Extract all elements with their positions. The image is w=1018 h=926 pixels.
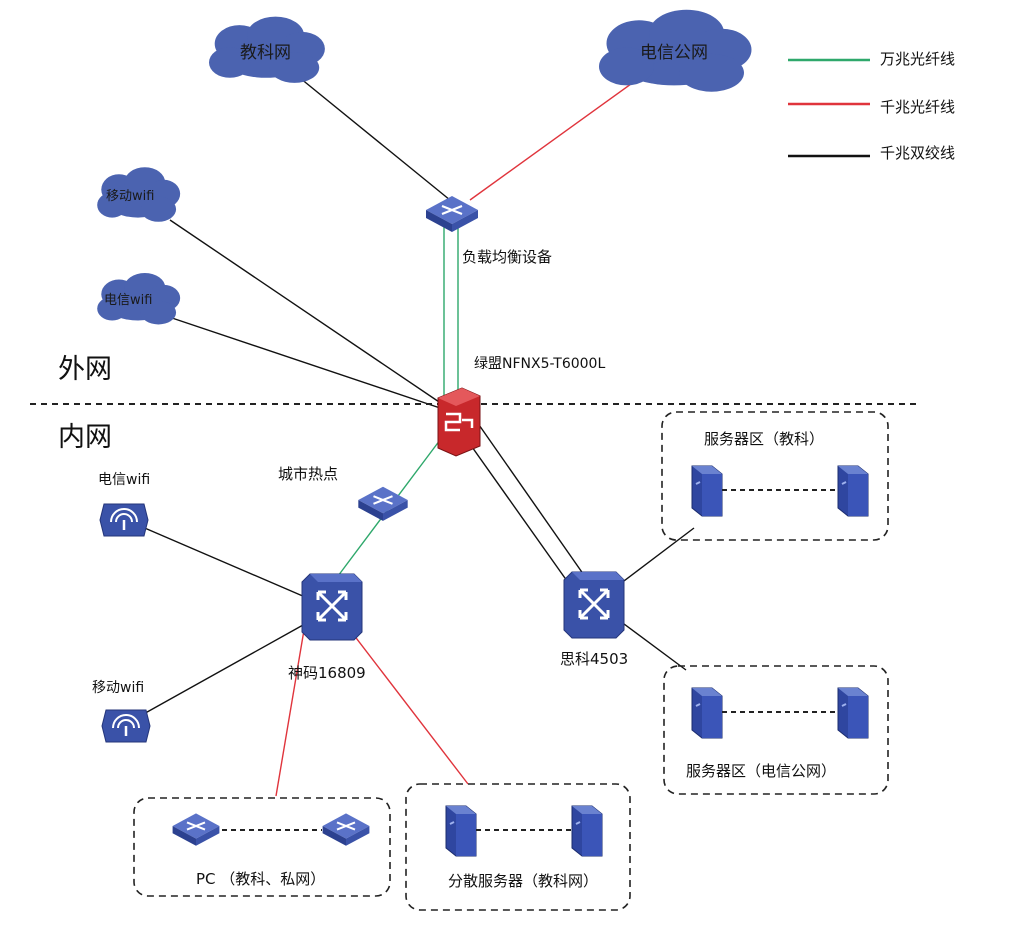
link-firewall-to-cisco-b (459, 429, 573, 589)
firewall-label: 绿盟NFNX5-T6000L (474, 356, 605, 372)
inner-network-label: 内网 (58, 422, 112, 453)
links (139, 75, 695, 797)
server-group-telecom: 服务器区（电信公网） (663, 665, 889, 795)
ap-telecom-wifi-label: 电信wifi (98, 472, 150, 488)
server-group-edu: 服务器区（教科） (661, 411, 889, 541)
load-balancer-device: 负载均衡设备 (424, 194, 552, 266)
cloud-edu-net: 教科网 (209, 16, 325, 83)
server-group-telecom-frame (663, 665, 889, 795)
city-hotspot-device: 城市热点 (278, 465, 409, 522)
link-edu-net-to-load-balancer (299, 77, 451, 201)
load-balancer-label: 负载均衡设备 (462, 248, 552, 266)
pc-router-icon (171, 812, 221, 847)
link-core-to-dist-servers (349, 629, 469, 785)
legend: 万兆光纤线 千兆光纤线 千兆双绞线 (788, 50, 955, 162)
dist-servers-label: 分散服务器（教科网） (448, 872, 598, 890)
city-hotspot-label: 城市热点 (278, 465, 338, 483)
link-cisco-to-server-edu (611, 527, 695, 591)
link-ap-mobile-to-core (139, 619, 313, 717)
cisco-switch-label: 思科4503 (560, 650, 628, 668)
link-mobile-wifi-cloud-to-firewall (169, 219, 449, 409)
cloud-telecom-net-label: 电信公网 (640, 43, 708, 63)
server-icon (691, 687, 723, 739)
legend-label-gig-fiber: 千兆光纤线 (880, 98, 955, 116)
server-group-edu-frame (661, 411, 889, 541)
link-telecom-wifi-cloud-to-firewall (171, 317, 447, 411)
pc-group-label: PC （教科、私网） (196, 870, 325, 888)
ap-telecom-wifi: 电信wifi (98, 472, 150, 538)
pc-group-frame (133, 797, 391, 897)
server-icon (691, 465, 723, 517)
firewall-device: 绿盟NFNX5-T6000L (437, 356, 605, 457)
server-icon (571, 805, 603, 857)
dist-servers-frame (405, 783, 631, 911)
core-switch-device: 神码16809 (288, 572, 366, 682)
cloud-edu-net-label: 教科网 (240, 43, 291, 63)
link-firewall-to-cisco-a (469, 411, 587, 579)
ap-mobile-wifi-label: 移动wifi (92, 680, 144, 696)
server-group-telecom-label: 服务器区（电信公网） (686, 762, 836, 780)
link-core-to-pc-group (275, 629, 305, 797)
cloud-mobile-wifi: 移动wifi (97, 167, 181, 222)
pc-router-icon (321, 812, 371, 847)
cloud-telecom-wifi: 电信wifi (97, 272, 181, 325)
cloud-mobile-wifi-label: 移动wifi (106, 189, 154, 204)
dist-servers-group: 分散服务器（教科网） (405, 783, 631, 911)
server-group-edu-label: 服务器区（教科） (704, 430, 824, 448)
link-telecom-net-to-load-balancer (469, 75, 643, 201)
ap-mobile-wifi: 移动wifi (92, 680, 152, 744)
server-icon (837, 687, 869, 739)
cloud-telecom-net: 电信公网 (599, 9, 752, 92)
server-icon (445, 805, 477, 857)
legend-label-ten-gig-fiber: 万兆光纤线 (880, 50, 955, 68)
pc-group: PC （教科、私网） (133, 797, 391, 897)
outer-network-label: 外网 (58, 354, 112, 385)
core-switch-label: 神码16809 (288, 664, 366, 682)
link-cisco-to-server-telecom (615, 617, 687, 671)
cloud-telecom-wifi-label: 电信wifi (104, 293, 152, 308)
cisco-switch-device: 思科4503 (560, 570, 628, 668)
server-icon (837, 465, 869, 517)
link-ap-telecom-to-core (139, 525, 313, 601)
legend-label-gig-twisted-pair: 千兆双绞线 (880, 144, 955, 162)
